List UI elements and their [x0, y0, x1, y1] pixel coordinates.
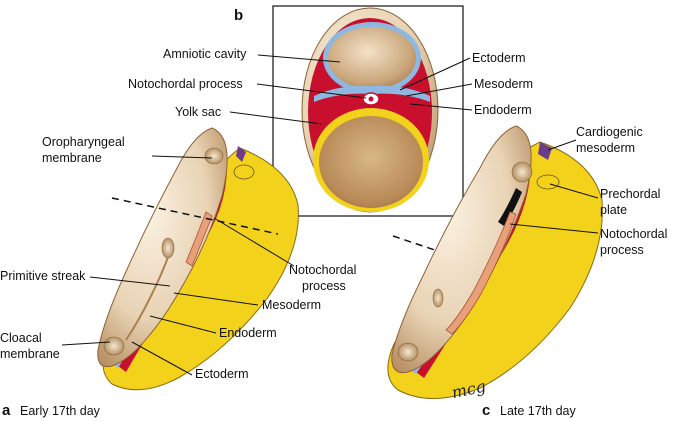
primitive-node-c — [432, 288, 444, 308]
neural-groove-c — [498, 188, 522, 226]
label-mesoderm-a: Mesoderm — [262, 298, 321, 312]
label-primitive-streak: Primitive streak — [0, 269, 86, 283]
label-cloacal-1: Cloacal — [0, 331, 42, 345]
prechordal-outline-a — [233, 164, 255, 180]
label-endoderm-b: Endoderm — [474, 103, 532, 117]
panel-b-leaders — [229, 54, 473, 125]
label-ectoderm-b: Ectoderm — [472, 51, 526, 65]
label-prechordal-1: Prechordal — [600, 187, 660, 201]
label-cardiogenic-1: Cardiogenic — [576, 125, 643, 139]
dorsal-surface-c — [391, 125, 532, 374]
notochordal-lumen — [368, 96, 374, 102]
label-endoderm-a: Endoderm — [219, 326, 277, 340]
notochordal-process-c — [445, 211, 517, 335]
label-prechordal-2: plate — [600, 203, 627, 217]
label-oropharyngeal-1: Oropharyngeal — [42, 135, 125, 149]
label-amniotic-cavity: Amniotic cavity — [163, 47, 247, 61]
cloacal-pit-a — [103, 336, 125, 356]
label-ectoderm-a: Ectoderm — [195, 367, 249, 381]
panel-b-cross-section — [272, 5, 464, 217]
label-cardiogenic-2: mesoderm — [576, 141, 635, 155]
panel-a-embryo — [97, 127, 299, 391]
label-notochordal-c-2: process — [600, 243, 644, 257]
panel-a-letter: a — [2, 402, 11, 419]
label-mesoderm-b: Mesoderm — [474, 77, 533, 91]
panel-c-leaders — [509, 139, 599, 234]
label-notochordal-a-1: Notochordal — [289, 263, 356, 277]
label-cloacal-2: membrane — [0, 347, 60, 361]
panel-c-letter: c — [482, 402, 490, 419]
label-yolk-sac: Yolk sac — [175, 105, 221, 119]
section-line-a — [111, 197, 279, 235]
panel-c-caption: Late 17th day — [500, 404, 577, 418]
oropharyngeal-pit-c — [511, 161, 533, 183]
yolk-sac-space — [319, 116, 423, 208]
panel-a-caption: Early 17th day — [20, 404, 101, 418]
panel-a-leaders — [61, 155, 295, 376]
primitive-node-a — [161, 237, 175, 259]
amniotic-cavity-space — [328, 27, 416, 89]
notochordal-process-a — [185, 211, 213, 267]
prechordal-plate-c — [536, 174, 560, 190]
label-notochordal-a-2: process — [302, 279, 346, 293]
panel-b-letter: b — [234, 7, 243, 24]
cardiogenic-mesoderm-c — [538, 142, 552, 160]
oropharyngeal-pit-a — [204, 147, 224, 165]
label-notochordal-process-b: Notochordal process — [128, 77, 243, 91]
cloacal-pit-c — [397, 342, 419, 362]
panel-c-embryo — [387, 125, 603, 399]
label-notochordal-c-1: Notochordal — [600, 227, 667, 241]
label-oropharyngeal-2: membrane — [42, 151, 102, 165]
primitive-streak-a — [125, 245, 173, 341]
head-edge-a — [236, 146, 246, 162]
